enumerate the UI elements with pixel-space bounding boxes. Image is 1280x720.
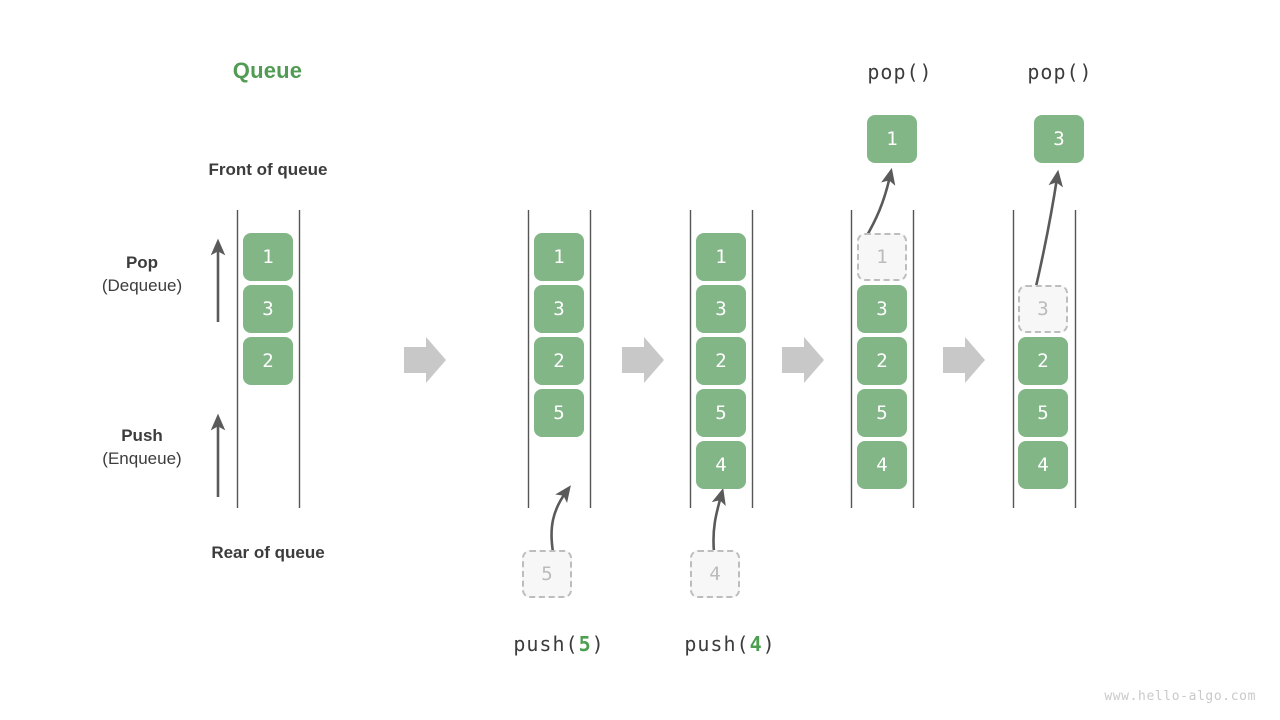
push-5-suffix: )	[591, 632, 605, 656]
queue-item: 5	[857, 389, 907, 437]
queue-item: 3	[534, 285, 584, 333]
queue-item: 5	[696, 389, 746, 437]
watermark: www.hello-algo.com	[1104, 689, 1256, 704]
pop-1-caption: pop()	[867, 60, 933, 84]
push-4-caption: push(4)	[650, 632, 810, 656]
queue-item: 1	[696, 233, 746, 281]
front-of-queue-label: Front of queue	[208, 160, 328, 179]
pop-label-line1: Pop	[125, 253, 159, 272]
queue-item: 4	[857, 441, 907, 489]
pop-label-line2: (Dequeue)	[101, 276, 183, 295]
removed-ghost-item: 3	[1018, 285, 1068, 333]
push-label-line1: Push	[121, 426, 163, 445]
queue-item: 2	[857, 337, 907, 385]
queue-item: 2	[534, 337, 584, 385]
queue-item: 2	[1018, 337, 1068, 385]
push-4-suffix: )	[762, 632, 776, 656]
page-title: Queue	[232, 58, 303, 83]
step-arrow-3	[782, 337, 824, 383]
step-arrow-2	[622, 337, 664, 383]
incoming-ghost-item: 5	[522, 550, 572, 598]
push-5-caption: push(5)	[479, 632, 639, 656]
queue-item: 1	[534, 233, 584, 281]
push-5-connector	[550, 485, 571, 553]
pop-2-caption: pop()	[1027, 60, 1093, 84]
queue-item: 1	[243, 233, 293, 281]
queue-item: 4	[1018, 441, 1068, 489]
push-5-arg: 5	[578, 632, 592, 656]
queue-item-new: 5	[534, 389, 584, 437]
pop-operation-label: Pop (Dequeue)	[52, 252, 232, 298]
queue-item: 3	[696, 285, 746, 333]
push-label-line2: (Enqueue)	[102, 449, 182, 468]
push-4-connector	[711, 487, 726, 553]
push-5-prefix: push(	[513, 632, 579, 656]
queue-item-new: 4	[696, 441, 746, 489]
removed-ghost-item: 1	[857, 233, 907, 281]
rear-of-queue-label: Rear of queue	[211, 543, 325, 562]
queue-item: 2	[696, 337, 746, 385]
queue-item: 5	[1018, 389, 1068, 437]
step-arrow-4	[943, 337, 985, 383]
popped-item: 3	[1034, 115, 1084, 163]
queue-item: 2	[243, 337, 293, 385]
push-4-arg: 4	[749, 632, 763, 656]
push-operation-label: Push (Enqueue)	[52, 425, 232, 471]
pop-1-connector	[863, 167, 896, 240]
queue-item: 3	[857, 285, 907, 333]
popped-item: 1	[867, 115, 917, 163]
queue-item: 3	[243, 285, 293, 333]
step-arrow-1	[404, 337, 446, 383]
push-4-prefix: push(	[684, 632, 750, 656]
incoming-ghost-item: 4	[690, 550, 740, 598]
